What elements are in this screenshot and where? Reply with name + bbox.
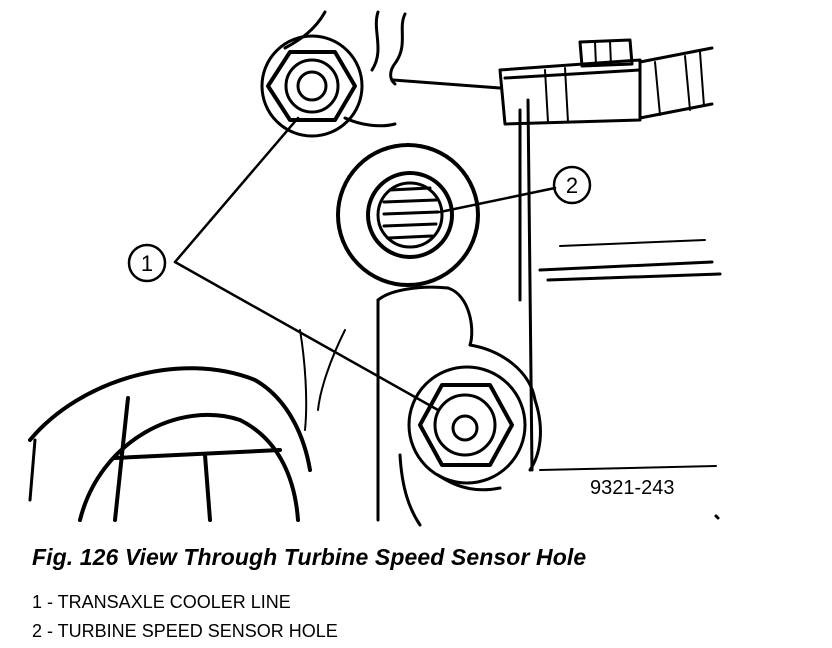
transaxle-diagram: 1 2 9321-243 [28, 10, 722, 527]
callout-leaders [173, 116, 557, 412]
turbine-speed-sensor-hole [336, 143, 480, 287]
lower-cooler-line-fitting [407, 365, 527, 485]
callout-2-circle [552, 165, 592, 205]
callout-2-number: 2 [566, 173, 578, 198]
callout-1-circle [127, 243, 167, 283]
callout-1-number: 1 [141, 251, 153, 276]
torque-converter-housing [28, 366, 312, 522]
figure-id: 9321-243 [590, 477, 675, 499]
connector-plug [498, 38, 714, 126]
sensor-tone-wheel-teeth [382, 186, 440, 240]
legend-item-1: 1 - TRANSAXLE COOLER LINE [32, 592, 291, 612]
housing-outline [283, 10, 722, 527]
legend-item-2: 2 - TURBINE SPEED SENSOR HOLE [32, 621, 338, 641]
upper-cooler-line-fitting [260, 34, 364, 138]
figure-caption: Fig. 126 View Through Turbine Speed Sens… [32, 544, 587, 570]
